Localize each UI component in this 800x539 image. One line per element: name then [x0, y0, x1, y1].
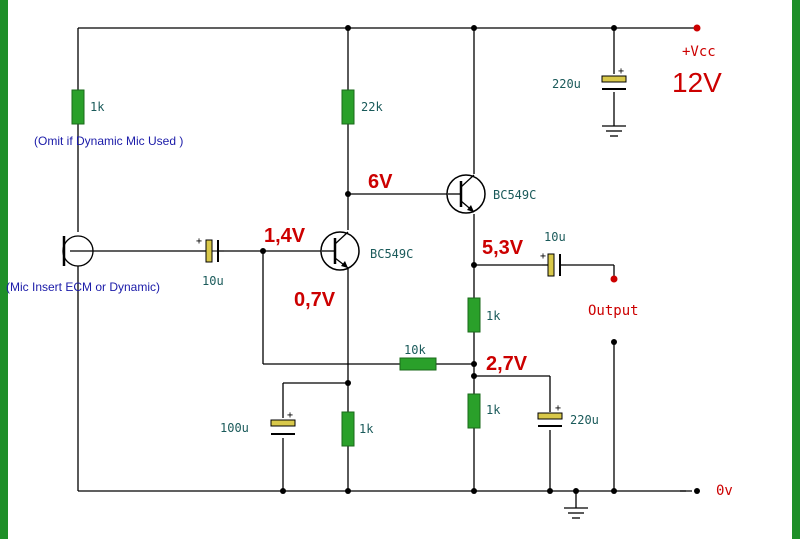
- frame-left-edge: [0, 0, 8, 539]
- capacitor-input: [200, 239, 224, 263]
- voltage-q2-emitter: 5,3V: [482, 237, 524, 259]
- voltage-q1-base: 1,4V: [264, 225, 306, 247]
- label-vcc: +Vcc: [682, 44, 716, 60]
- voltage-q2-base: 6V: [368, 171, 393, 193]
- component-labels: 1k 22k 1k 1k 1k 10k 220u 10u 10u 100u 22…: [90, 77, 599, 436]
- voltage-divider: 2,7V: [486, 353, 528, 375]
- plus-mark: +: [287, 410, 293, 421]
- label-c-supply: 220u: [552, 77, 581, 91]
- capacitors: [200, 75, 627, 435]
- node: [611, 339, 617, 345]
- capacitor-q1-emitter: [270, 419, 296, 435]
- resistor-q1-emitter: [341, 411, 355, 447]
- resistor-q2-emitter-bottom: [467, 393, 481, 429]
- resistor-q2-emitter-top: [467, 297, 481, 333]
- node: [471, 488, 477, 494]
- label-r-q1-emitter: 1k: [359, 422, 374, 436]
- supply-labels: +Vcc 12V 0v Output: [588, 44, 733, 499]
- resistor-22k: [341, 89, 355, 125]
- voltage-q1-emitter: 0,7V: [294, 289, 336, 311]
- node: [345, 191, 351, 197]
- transistor-q1: [320, 231, 360, 271]
- node: [260, 248, 266, 254]
- label-c-output: 10u: [544, 230, 566, 244]
- node: [547, 488, 553, 494]
- label-r-q2-emitter-top: 1k: [486, 309, 501, 323]
- wires: [77, 27, 697, 508]
- label-c-divider: 220u: [570, 413, 599, 427]
- note-mic: (Mic Insert ECM or Dynamic): [6, 280, 160, 294]
- node: [611, 488, 617, 494]
- microphone-icon: [62, 235, 95, 267]
- node: [471, 373, 477, 379]
- label-r-feedback: 10k: [404, 343, 426, 357]
- ground-terminal[interactable]: [694, 488, 700, 494]
- resistor-mic: [71, 89, 85, 125]
- node: [280, 488, 286, 494]
- frame-right-edge: [792, 0, 800, 539]
- npn-transistor-icon: [446, 174, 486, 214]
- terminals: [610, 24, 701, 494]
- ground-icon: [602, 125, 626, 137]
- node: [471, 25, 477, 31]
- output-terminal[interactable]: [610, 275, 618, 283]
- node: [345, 25, 351, 31]
- node: [345, 488, 351, 494]
- label-q1: BC549C: [370, 247, 413, 261]
- resistor-feedback: [399, 357, 437, 371]
- capacitor-divider: [537, 412, 563, 427]
- junction-nodes: [260, 25, 617, 494]
- label-r-q2-emitter-bottom: 1k: [486, 403, 501, 417]
- plus-mark: +: [618, 66, 624, 77]
- label-q2: BC549C: [493, 188, 536, 202]
- npn-transistor-icon: [320, 231, 360, 271]
- node: [611, 25, 617, 31]
- ground-icon: [564, 507, 588, 519]
- plus-mark: +: [555, 403, 561, 414]
- note-omit: (Omit if Dynamic Mic Used ): [34, 134, 183, 148]
- plus-mark: +: [540, 251, 546, 262]
- label-output: Output: [588, 303, 639, 319]
- plus-mark: +: [196, 236, 202, 247]
- note-labels: (Omit if Dynamic Mic Used ) (Mic Insert …: [6, 134, 183, 294]
- node: [471, 361, 477, 367]
- label-r-mic: 1k: [90, 100, 105, 114]
- label-r-22k: 22k: [361, 100, 383, 114]
- node: [573, 488, 579, 494]
- vcc-terminal[interactable]: [693, 24, 701, 32]
- capacitor-plus-marks: + + + + +: [196, 66, 624, 421]
- voltage-labels: 6V 1,4V 0,7V 5,3V 2,7V: [264, 171, 528, 375]
- label-supply-voltage: 12V: [672, 67, 722, 98]
- label-c-q1-emitter: 100u: [220, 421, 249, 435]
- capacitor-supply: [601, 75, 627, 90]
- node: [471, 262, 477, 268]
- capacitor-output: [542, 253, 566, 277]
- transistor-q2: [446, 174, 486, 214]
- label-ground: 0v: [716, 483, 733, 499]
- resistors: [71, 89, 481, 447]
- node: [345, 380, 351, 386]
- label-c-input: 10u: [202, 274, 224, 288]
